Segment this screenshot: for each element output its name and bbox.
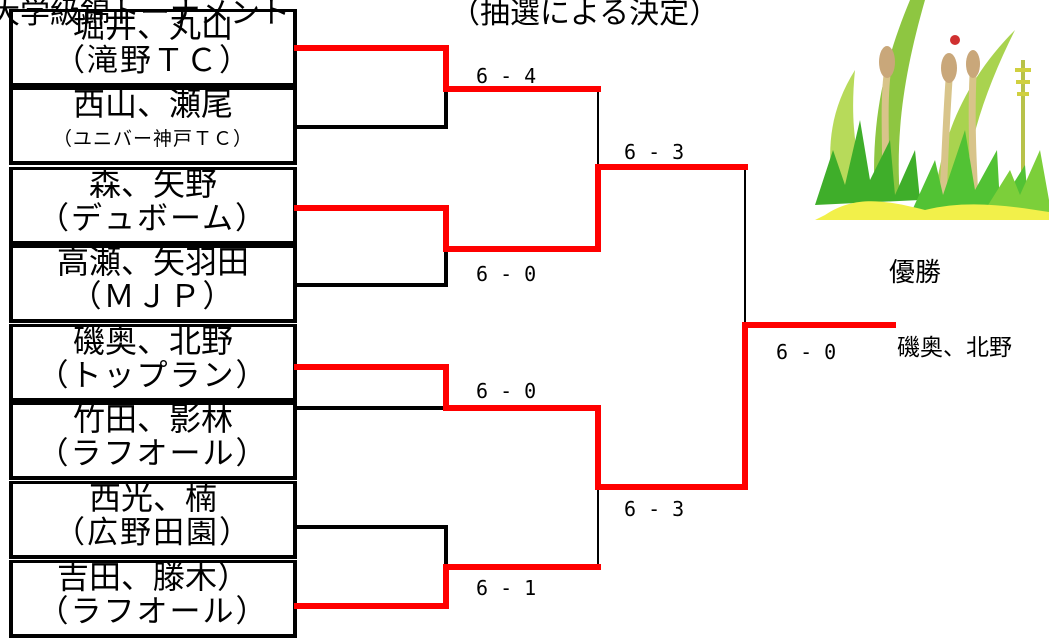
bracket-line-winner xyxy=(294,45,601,92)
bracket-line-winner xyxy=(294,164,748,252)
team-players: 高瀬、矢羽田 xyxy=(56,245,249,281)
team-box-8: 吉田、滕木） （ラフオール） xyxy=(9,560,297,638)
team-box-4: 高瀬、矢羽田 （ＭＪＰ） xyxy=(9,245,297,323)
champion-label: 優勝 xyxy=(889,258,942,288)
team-club: （ＭＪＰ） xyxy=(70,279,236,315)
bracket-line-winner xyxy=(294,322,896,490)
team-players: 西山、瀬尾 xyxy=(72,87,233,123)
header-right-text: （抽選による決定） xyxy=(450,0,720,31)
team-club: （ユニバー神戸ＴＣ） xyxy=(52,128,253,150)
bracket-line-loser xyxy=(295,525,448,569)
team-club: （ラフオール） xyxy=(37,594,269,630)
score-r1-3: 6 - 0 xyxy=(476,379,537,403)
header-left-text: 大学級錦トーナメント xyxy=(0,0,290,31)
team-players: 森、矢野 xyxy=(88,167,217,203)
team-players: 西光、楠 xyxy=(88,481,217,517)
team-players: 磯奥、北野 xyxy=(72,324,233,360)
bracket-line-winner xyxy=(294,564,601,609)
team-club: （ラフオール） xyxy=(37,436,269,472)
team-box-1: 堀井、丸山 （滝野ＴＣ） xyxy=(9,9,297,87)
score-r1-1: 6 - 4 xyxy=(476,64,537,88)
team-box-7: 西光、楠 （広野田園） xyxy=(9,481,297,559)
team-club: （広野田園） xyxy=(54,515,252,551)
score-r2-2: 6 - 3 xyxy=(624,497,685,521)
team-box-3: 森、矢野 （デュボーム） xyxy=(9,167,297,245)
score-r2-1: 6 - 3 xyxy=(624,140,685,164)
team-club: （デュボーム） xyxy=(37,201,269,237)
team-players: 吉田、滕木） xyxy=(56,560,249,596)
score-r1-4: 6 - 1 xyxy=(476,576,537,600)
team-club: （滝野ＴＣ） xyxy=(54,43,252,79)
team-players: 堀井、丸山 xyxy=(72,9,233,45)
score-r1-2: 6 - 0 xyxy=(476,262,537,286)
grass-illustration xyxy=(815,0,1049,220)
team-club: （トップラン） xyxy=(37,358,269,394)
team-box-5: 磯奥、北野 （トップラン） xyxy=(9,324,297,402)
team-box-6: 竹田、影林 （ラフオール） xyxy=(9,402,297,480)
score-final: 6 - 0 xyxy=(776,340,837,364)
bracket-line-loser xyxy=(295,87,448,129)
team-players: 竹田、影林 xyxy=(72,402,233,438)
champion-name: 磯奥、北野 xyxy=(897,335,1012,361)
bracket-line-loser xyxy=(295,247,448,287)
